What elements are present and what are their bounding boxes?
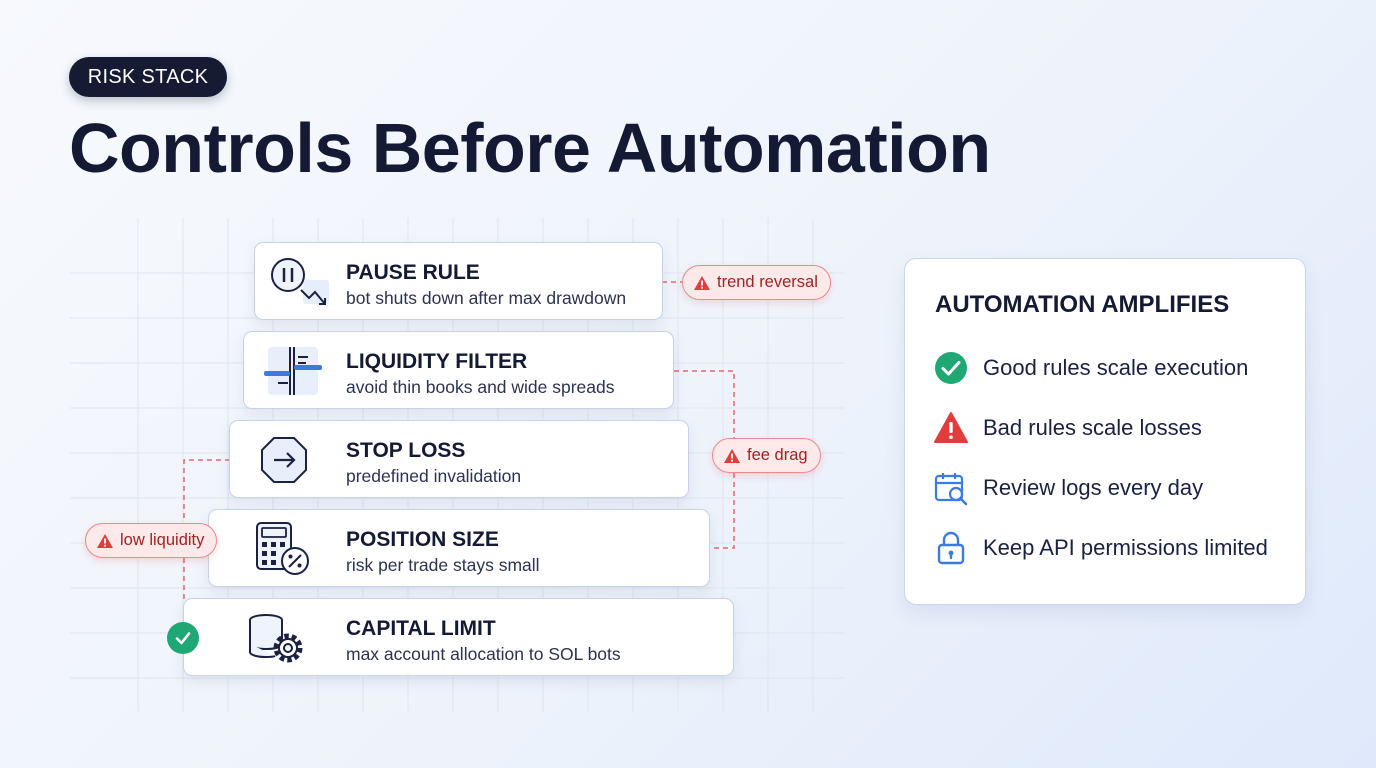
warning-icon [694, 275, 710, 290]
panel-item-text: Keep API permissions limited [983, 535, 1268, 560]
stack-card-pause-rule: PAUSE RULE bot shuts down after max draw… [254, 242, 663, 320]
card-title: POSITION SIZE [346, 528, 499, 551]
warning-tag-fee-drag: fee drag [712, 438, 821, 473]
card-subtitle: max account allocation to SOL bots [346, 644, 621, 664]
warning-tag-label: low liquidity [120, 531, 205, 549]
warning-tag-low-liquidity: low liquidity [85, 523, 218, 558]
calculator-percent-icon [256, 522, 309, 575]
panel-item: Good rules scale execution [933, 347, 1293, 387]
stack-card-capital-limit: CAPITAL LIMIT max account allocation to … [183, 598, 734, 676]
warning-tag-trend-reversal: trend reversal [682, 265, 831, 300]
panel-item-text: Review logs every day [983, 475, 1204, 500]
panel-title: AUTOMATION AMPLIFIES [935, 291, 1230, 318]
card-subtitle: predefined invalidation [346, 466, 522, 486]
stack-card-position-size: POSITION SIZE risk per trade stays small [208, 509, 710, 587]
card-subtitle: avoid thin books and wide spreads [346, 377, 615, 397]
panel-item-text: Bad rules scale losses [983, 415, 1202, 440]
stack-card-stop-loss: STOP LOSS predefined invalidation [229, 420, 689, 498]
card-title: LIQUIDITY FILTER [346, 350, 528, 373]
warning-tag-label: trend reversal [717, 273, 818, 291]
order-book-icon [264, 347, 322, 395]
warning-icon [934, 412, 968, 443]
pause-drawdown-icon [271, 258, 329, 305]
calendar-search-icon [934, 473, 968, 506]
page-title: Controls Before Automation [69, 109, 991, 187]
warning-icon [97, 533, 113, 548]
automation-amplifies-panel: AUTOMATION AMPLIFIES Good rules scale ex… [904, 258, 1306, 605]
check-circle-icon [935, 352, 967, 384]
panel-item-text: Good rules scale execution [983, 355, 1249, 380]
warning-icon [724, 448, 740, 463]
card-title: CAPITAL LIMIT [346, 617, 496, 640]
card-subtitle: risk per trade stays small [346, 555, 540, 575]
stop-arrow-icon [261, 437, 307, 483]
panel-item: Review logs every day [933, 467, 1293, 507]
stack-card-liquidity-filter: LIQUIDITY FILTER avoid thin books and wi… [243, 331, 674, 409]
card-title: PAUSE RULE [346, 261, 480, 284]
panel-item: Bad rules scale losses [933, 407, 1293, 447]
warning-tag-label: fee drag [747, 446, 808, 464]
check-icon [167, 622, 199, 654]
coins-gear-icon [249, 614, 303, 663]
risk-stack-badge: RISK STACK [69, 57, 227, 97]
lock-icon [937, 531, 965, 565]
panel-item: Keep API permissions limited [933, 527, 1293, 567]
card-subtitle: bot shuts down after max drawdown [346, 288, 627, 308]
card-title: STOP LOSS [346, 439, 466, 462]
